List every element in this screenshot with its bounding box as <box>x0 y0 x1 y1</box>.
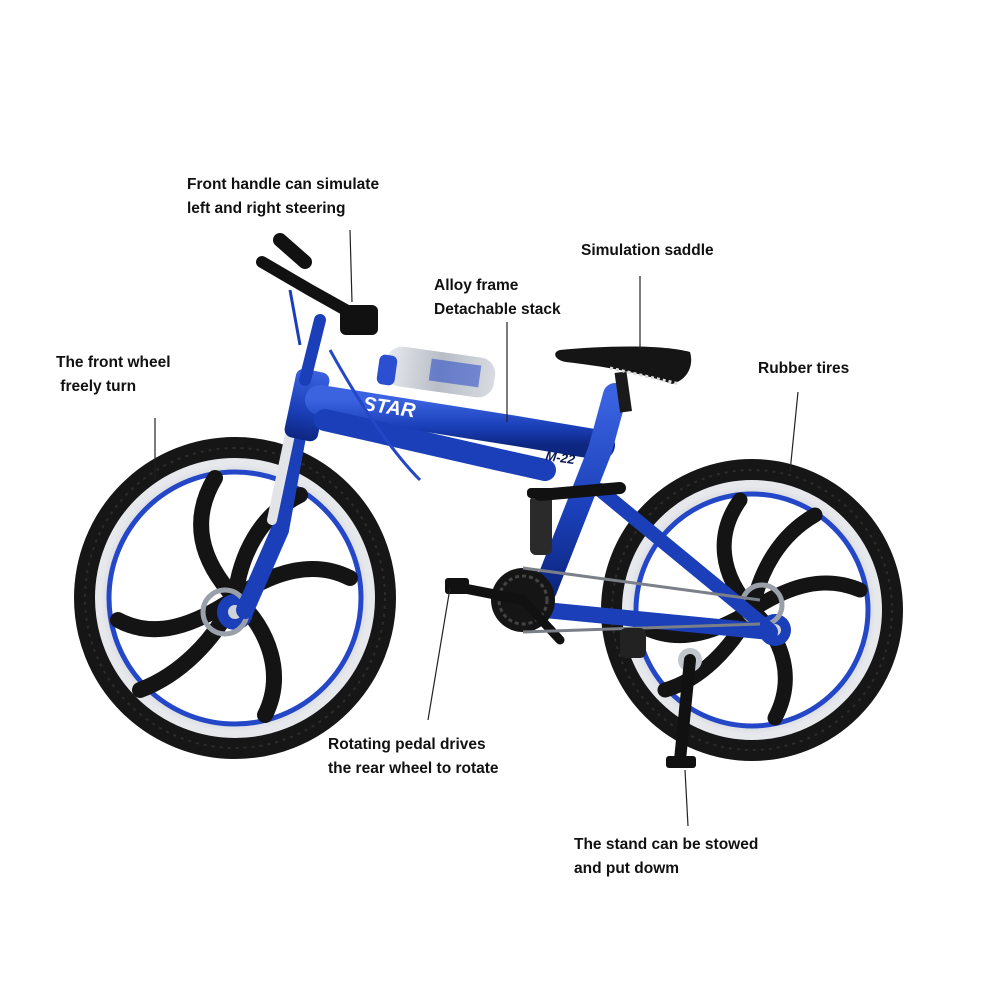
label-alloy-frame: Alloy frame Detachable stack <box>434 277 561 318</box>
pointer-stand <box>684 769 689 827</box>
rear-rim <box>622 480 882 740</box>
label-front-handle: Front handle can simulate left and right… <box>187 176 380 217</box>
water-bottle <box>376 346 496 398</box>
pointer-rubber-tires <box>789 391 799 473</box>
pointer-pedal <box>427 587 451 721</box>
label-rubber-tires: Rubber tires <box>758 360 850 377</box>
drivetrain <box>445 566 761 658</box>
crank-arm <box>457 583 528 605</box>
frame: STAR M-22 <box>236 368 778 640</box>
pedal <box>445 578 469 594</box>
saddle-assembly <box>555 346 692 413</box>
pointer-front-handle <box>349 229 353 303</box>
front-wheel <box>74 437 396 759</box>
label-pedal: Rotating pedal drives the rear wheel to … <box>328 736 499 777</box>
label-front-wheel: The front wheel freely turn <box>56 354 171 395</box>
label-stand: The stand can be stowed and put dowm <box>574 836 759 877</box>
kickstand <box>666 648 702 768</box>
front-rim <box>95 458 375 738</box>
pointer-lines <box>154 229 799 827</box>
model-text: M-22 <box>545 448 577 467</box>
saddle <box>555 346 692 384</box>
handlebar <box>256 233 422 482</box>
label-saddle: Simulation saddle <box>581 242 714 259</box>
